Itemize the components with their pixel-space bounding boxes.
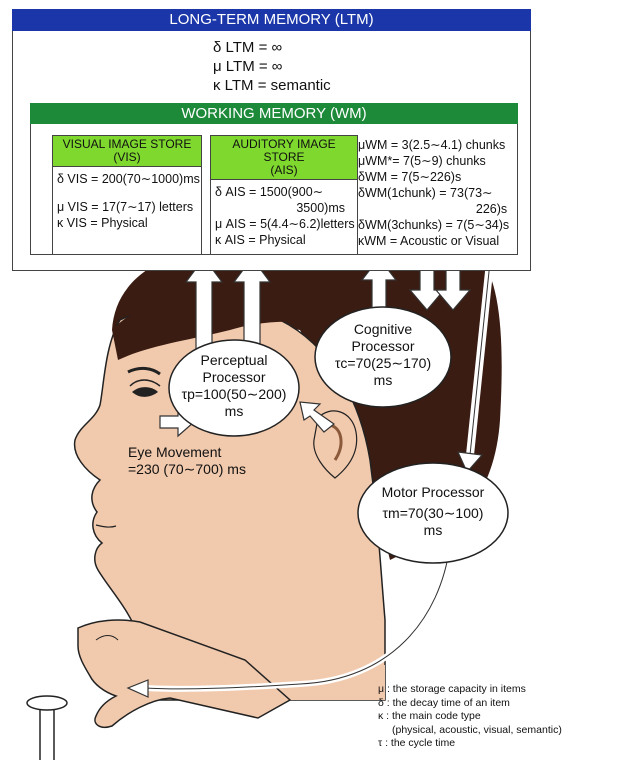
eye-movement-label: Eye Movement =230 (70∼700) ms	[128, 444, 246, 477]
wm-params: μWM = 3(2.5∼4.1) chunks μWM*= 7(5∼9) chu…	[358, 137, 509, 249]
working-memory-box: WORKING MEMORY (WM) VISUAL IMAGE STORE (…	[30, 103, 518, 255]
vis-code-type: κ VIS = Physical	[57, 216, 148, 230]
wm-decay: δWM = 7(5∼226)s	[358, 170, 462, 184]
ais-decay: δ AIS = 1500(900∼	[215, 185, 324, 199]
legend-tau: τ : the cycle time	[378, 737, 456, 749]
arrow-ear-to-perceptual	[299, 401, 336, 433]
ais-capacity: μ AIS = 5(4.4∼6.2)letters	[215, 217, 355, 231]
ais-head-name: AUDITORY IMAGE STORE	[232, 137, 336, 164]
wm-capacity: μWM = 3(2.5∼4.1) chunks	[358, 138, 506, 152]
wm-decay-1chunk: δWM(1chunk) = 73(73∼	[358, 186, 493, 200]
legend-delta: δ : the decay time of an item	[378, 696, 510, 709]
legend-kappa: κ : the main code type	[378, 710, 481, 722]
long-term-memory-box: LONG-TERM MEMORY (LTM) δ LTM = ∞ μ LTM =…	[12, 9, 531, 271]
motor-processor-label: Motor Processor τm=70(30∼100) ms	[381, 484, 485, 538]
ais-code-type: κ AIS = Physical	[215, 233, 306, 247]
key-top	[26, 695, 68, 711]
ais-decay-cont: 3500)ms	[296, 201, 345, 215]
wm-decay-3chunks: δWM(3chunks) = 7(5∼34)s	[358, 218, 510, 232]
cognitive-processor-shape	[314, 306, 452, 408]
wm-code-type: κWM = Acoustic or Visual	[358, 234, 500, 248]
legend-kappa-types: (physical, acoustic, visual, semantic)	[392, 723, 562, 736]
ltm-title: LONG-TERM MEMORY (LTM)	[12, 9, 531, 31]
ltm-decay: δ LTM = ∞	[213, 39, 283, 56]
perceptual-processor-label: Perceptual Processor τp=100(50∼200) ms	[181, 352, 287, 419]
vis-head-name: VISUAL IMAGE STORE	[62, 137, 192, 151]
wm-title: WORKING MEMORY (WM)	[30, 103, 518, 124]
vis-capacity: μ VIS = 17(7∼17) letters	[57, 200, 194, 214]
arrow-wm-to-cognitive	[408, 261, 472, 311]
legend-mu: μ : the storage capacity in items	[378, 683, 526, 695]
bangs	[112, 289, 345, 360]
auditory-image-store: AUDITORY IMAGE STORE (AIS) δ AIS = 1500(…	[210, 135, 358, 255]
hand	[77, 619, 292, 728]
perceptual-processor-shape	[168, 339, 300, 437]
eye	[132, 387, 158, 397]
motor-processor-shape	[357, 462, 509, 564]
ltm-capacity: μ LTM = ∞	[213, 58, 283, 75]
neck	[250, 620, 385, 700]
ltm-params: δ LTM = ∞ μ LTM = ∞ κ LTM = semantic	[213, 38, 331, 95]
ais-head-abbr: (AIS)	[270, 163, 298, 177]
vis-head-abbr: (VIS)	[113, 150, 141, 164]
eyebrow	[127, 366, 161, 376]
visual-image-store: VISUAL IMAGE STORE (VIS) δ VIS = 200(70∼…	[52, 135, 202, 255]
wm-capacity-star: μWM*= 7(5∼9) chunks	[358, 154, 486, 168]
wm-decay-1chunk-cont: 226)s	[475, 202, 508, 216]
symbol-legend: μ : the storage capacity in items δ : th…	[378, 683, 562, 751]
cognitive-processor-label: Cognitive Processor τc=70(25∼170) ms	[334, 321, 432, 388]
vis-decay: δ VIS = 200(70∼1000)ms	[57, 172, 200, 186]
ltm-code-type: κ LTM = semantic	[213, 77, 331, 94]
